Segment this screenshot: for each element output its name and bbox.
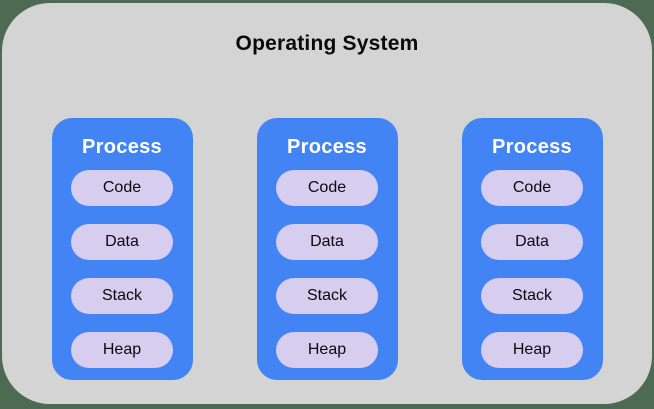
segment-list: Code Data Stack Heap [481, 170, 583, 368]
operating-system-container: Operating System Process Code Data Stack… [2, 3, 652, 404]
segment-heap: Heap [71, 332, 173, 368]
process-row: Process Code Data Stack Heap Process Cod… [2, 118, 652, 380]
process-box-3: Process Code Data Stack Heap [461, 118, 603, 380]
segment-heap: Heap [276, 332, 378, 368]
process-title: Process [287, 136, 367, 158]
segment-stack: Stack [276, 278, 378, 314]
segment-code: Code [276, 170, 378, 206]
process-box-2: Process Code Data Stack Heap [256, 118, 398, 380]
segment-data: Data [481, 224, 583, 260]
process-title: Process [82, 136, 162, 158]
segment-list: Code Data Stack Heap [71, 170, 173, 368]
segment-data: Data [276, 224, 378, 260]
operating-system-title: Operating System [235, 32, 419, 55]
process-title: Process [492, 136, 572, 158]
segment-data: Data [71, 224, 173, 260]
segment-stack: Stack [71, 278, 173, 314]
segment-heap: Heap [481, 332, 583, 368]
segment-code: Code [481, 170, 583, 206]
segment-stack: Stack [481, 278, 583, 314]
segment-list: Code Data Stack Heap [276, 170, 378, 368]
process-box-1: Process Code Data Stack Heap [51, 118, 193, 380]
segment-code: Code [71, 170, 173, 206]
